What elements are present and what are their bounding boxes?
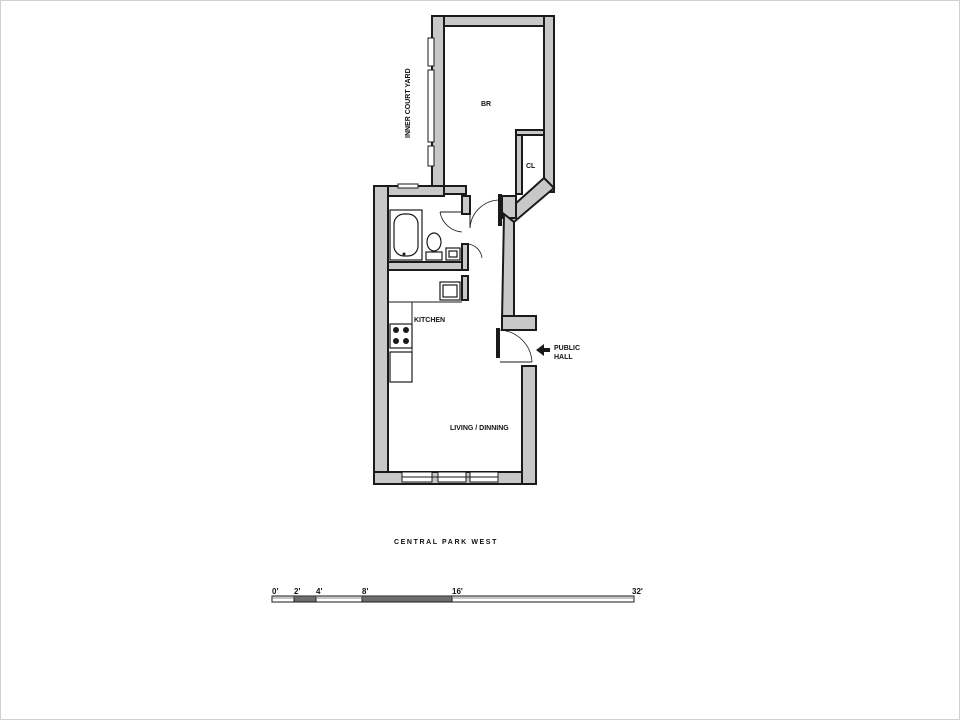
scale-tick-32: 32' <box>632 587 643 596</box>
label-living-dining: LIVING / DINNING <box>450 425 509 432</box>
bathtub-icon <box>389 209 423 261</box>
front-windows <box>401 471 499 483</box>
sink-icon <box>439 247 461 301</box>
label-closet: CL <box>526 163 536 170</box>
bath-window <box>397 183 419 189</box>
scale-tick-2: 2' <box>294 587 300 596</box>
scale-tick-8: 8' <box>362 587 368 596</box>
scale-bar <box>271 595 635 603</box>
closet <box>515 129 545 195</box>
bath-door <box>439 211 463 233</box>
court-windows <box>427 37 435 167</box>
scale-tick-4: 4' <box>316 587 322 596</box>
label-kitchen: KITCHEN <box>414 317 445 324</box>
toilet-icon <box>425 232 443 261</box>
label-bedroom: BR <box>481 101 491 108</box>
label-street: CENTRAL PARK WEST <box>394 539 498 546</box>
bedroom-door <box>469 194 502 229</box>
label-public-hall-1: PUBLIC <box>554 345 580 352</box>
bedroom-walls <box>431 15 556 224</box>
entry-door <box>496 328 533 363</box>
kitchen-opening <box>467 243 483 259</box>
stove-icon <box>389 323 413 349</box>
scale-tick-0: 0' <box>272 587 278 596</box>
label-inner-court-yard: INNER COURT YARD <box>405 68 412 138</box>
scale-tick-16: 16' <box>452 587 463 596</box>
refrigerator <box>389 351 413 383</box>
label-public-hall-2: HALL <box>554 354 573 361</box>
corridor-walls <box>500 195 537 331</box>
entry-arrow-icon <box>536 344 550 356</box>
